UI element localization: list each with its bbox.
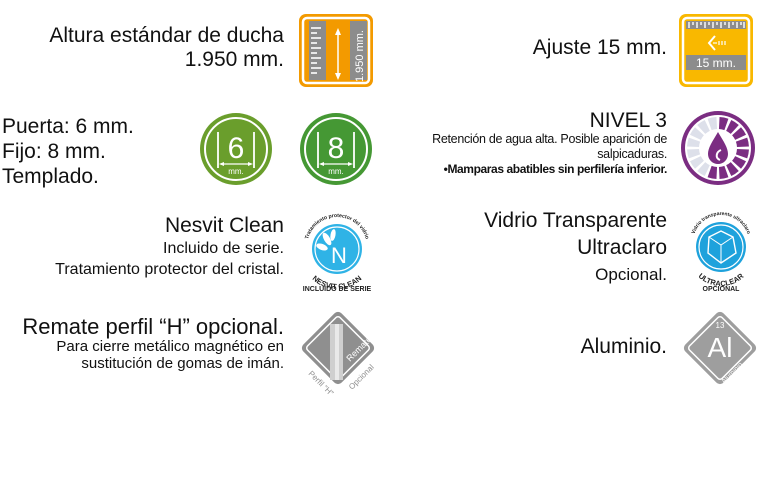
aluminium-title: Aluminio. <box>580 335 667 358</box>
aluminium-atomic-number: 13 <box>716 321 725 330</box>
water-drop-level-icon <box>681 111 755 185</box>
adjust-title: Ajuste 15 mm. <box>532 36 667 59</box>
level-segment-filled <box>718 117 729 131</box>
water-level-note: •Mamparas abatibles sin perfilería infer… <box>443 162 668 176</box>
height-ruler-label: 1.950 mm. <box>354 30 366 82</box>
level-segment-empty <box>697 162 710 177</box>
shower-height-text: Altura estándar de ducha 1.950 mm. <box>0 24 284 72</box>
h-profile-title: Remate perfil “H” opcional. <box>22 314 284 339</box>
h-profile-text: Remate perfil “H” opcional. Para cierre … <box>0 314 284 373</box>
level-segment-empty <box>687 137 701 148</box>
level-segment-filled <box>726 119 739 134</box>
fixed-thickness-unit: mm. <box>328 167 344 176</box>
door-thickness-icon: 6 mm. <box>200 113 272 185</box>
nesvit-title: Nesvit Clean <box>164 214 284 237</box>
level-segment-empty <box>697 119 710 134</box>
fixed-thickness: Fijo: 8 mm. <box>2 140 106 163</box>
water-level-description: Retención de agua alta. Posible aparició… <box>432 132 667 161</box>
h-profile-badge-icon: Remate Perfil “H” Opcional <box>301 311 376 394</box>
level-segment-filled <box>735 137 749 148</box>
aluminium-symbol: Al <box>708 332 733 363</box>
glass-thickness-text: Puerta: 6 mm. Fijo: 8 mm. Templado. <box>2 114 192 189</box>
nesvit-text: Nesvit Clean Incluido de serie. Tratamie… <box>0 214 284 280</box>
level-segment-filled <box>735 148 749 159</box>
nesvit-clean-badge-icon: N Tratamiento protector del vidrio NESVI… <box>303 213 372 293</box>
h-profile-line-2: sustitución de gomas de imán. <box>81 355 284 372</box>
aluminium-badge-icon: 13 Al Aluminio <box>683 311 757 385</box>
nesvit-treatment: Tratamiento protector del cristal. <box>55 261 284 278</box>
door-thickness-unit: mm. <box>228 167 244 176</box>
ultraclear-optional: Opcional. <box>595 265 667 284</box>
level-segment-filled <box>732 127 747 140</box>
level-segment-filled <box>726 162 739 177</box>
adjustment-ruler-icon: 15 mm. <box>679 14 753 87</box>
shower-height-value: 1.950 mm. <box>184 48 284 71</box>
level-segment-empty <box>689 156 704 169</box>
ultraclear-title-2: Ultraclaro <box>577 236 667 259</box>
door-thickness-number: 6 <box>228 132 245 165</box>
fixed-thickness-number: 8 <box>328 132 345 165</box>
ultraclear-text: Vidrio Transparente Ultraclaro Opcional. <box>367 207 667 288</box>
level-segment-empty <box>689 127 704 140</box>
ultraclear-badge-icon: Vidrio transparente ultraclaro ULTRACLEA… <box>691 211 752 293</box>
nesvit-badge-letter: N <box>331 243 347 268</box>
level-segment-filled <box>718 165 729 179</box>
height-ruler-icon: 1.950 mm. <box>299 14 373 87</box>
door-thickness: Puerta: 6 mm. <box>2 115 134 138</box>
level-segment-filled <box>707 165 718 179</box>
water-level-title: NIVEL 3 <box>589 109 667 132</box>
nesvit-badge-bottom-text-2: INCLUIDO DE SERIE <box>303 286 372 293</box>
tempered-label: Templado. <box>2 165 99 188</box>
level-segment-empty <box>707 117 718 131</box>
shower-height-title: Altura estándar de ducha <box>49 24 284 47</box>
ultraclear-title-1: Vidrio Transparente <box>484 209 667 232</box>
adjust-icon-label: 15 mm. <box>696 56 736 70</box>
nesvit-included: Incluido de serie. <box>163 240 284 257</box>
h-profile-line-1: Para cierre metálico magnético en <box>56 338 284 355</box>
level-segment-empty <box>687 148 701 159</box>
fixed-thickness-icon: 8 mm. <box>300 113 372 185</box>
level-segment-filled <box>732 156 747 169</box>
water-level-text: NIVEL 3 Retención de agua alta. Posible … <box>367 110 667 177</box>
ultraclear-badge-bottom-text-2: OPCIONAL <box>703 286 741 293</box>
